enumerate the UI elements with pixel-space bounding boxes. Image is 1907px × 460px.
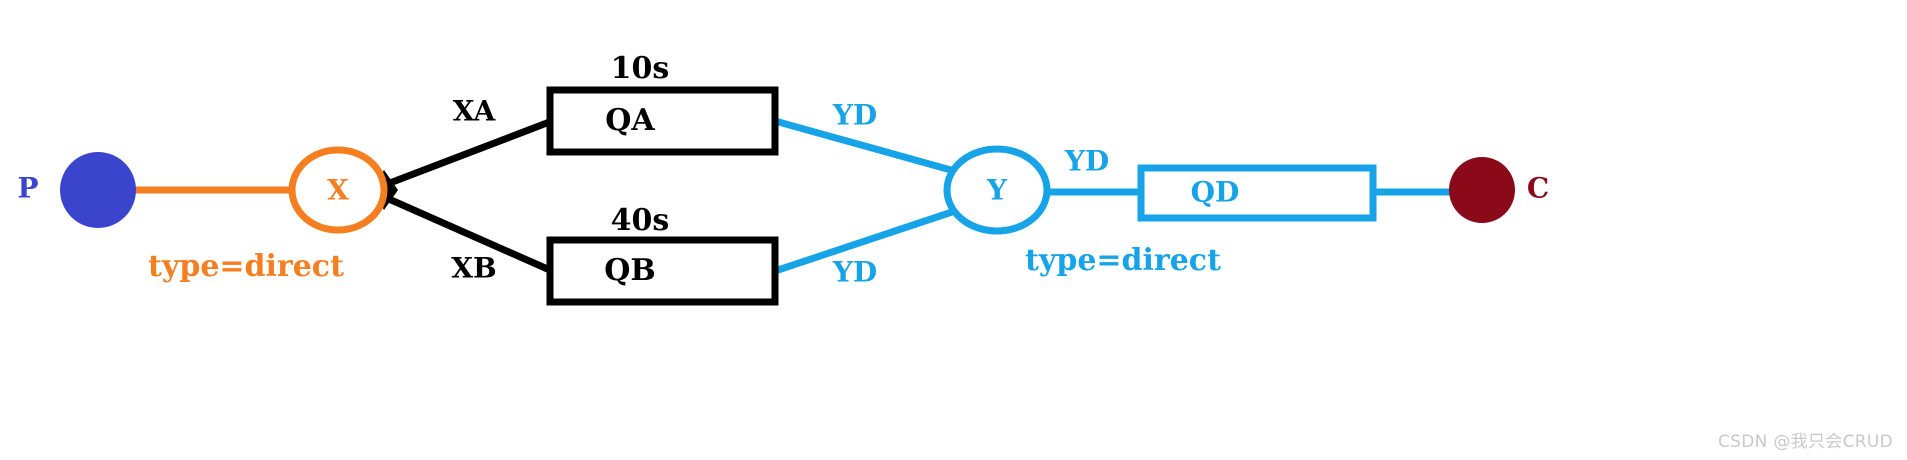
consumer-node-label: C bbox=[1527, 172, 1549, 205]
exchange-y-node[interactable] bbox=[943, 145, 1051, 235]
exchange-x-node-label: X bbox=[327, 174, 349, 207]
exchange-x-node[interactable] bbox=[288, 146, 388, 234]
edge-exchange-x-to-queue-qb bbox=[380, 192, 554, 275]
exchange-y-binding-type-label: type=direct bbox=[1025, 243, 1221, 278]
queue-qa-label: QA bbox=[605, 103, 655, 138]
binding-key-xb-label: XB bbox=[451, 252, 496, 285]
queue-qd-box[interactable] bbox=[1137, 164, 1377, 222]
exchange-y-node-label: Y bbox=[986, 174, 1008, 207]
producer-node[interactable] bbox=[60, 152, 136, 228]
producer-binding-type-label: type=direct bbox=[148, 249, 344, 284]
consumer-node[interactable] bbox=[1449, 157, 1515, 223]
edge-exchange-x-to-queue-qa bbox=[380, 117, 554, 190]
watermark-text: CSDN @我只会CRUD bbox=[1718, 432, 1893, 452]
queue-qb-box[interactable] bbox=[546, 236, 779, 306]
queue-qd-label: QD bbox=[1191, 176, 1240, 209]
queue-qa-box[interactable] bbox=[546, 86, 779, 156]
queue-qb-ttl-label: 40s bbox=[611, 203, 670, 238]
binding-key-yd-upper-label: YD bbox=[832, 99, 877, 132]
queue-qb-label: QB bbox=[604, 253, 656, 288]
binding-key-xa-label: XA bbox=[453, 95, 497, 128]
binding-key-yd-qd-label: YD bbox=[1064, 145, 1109, 178]
queue-qa-ttl-label: 10s bbox=[611, 51, 670, 86]
producer-node-label: P bbox=[17, 172, 38, 205]
edge-queue-qa-to-exchange-y bbox=[774, 117, 959, 176]
edge-queue-qb-to-exchange-y bbox=[773, 206, 960, 275]
binding-key-yd-lower-label: YD bbox=[832, 256, 877, 289]
